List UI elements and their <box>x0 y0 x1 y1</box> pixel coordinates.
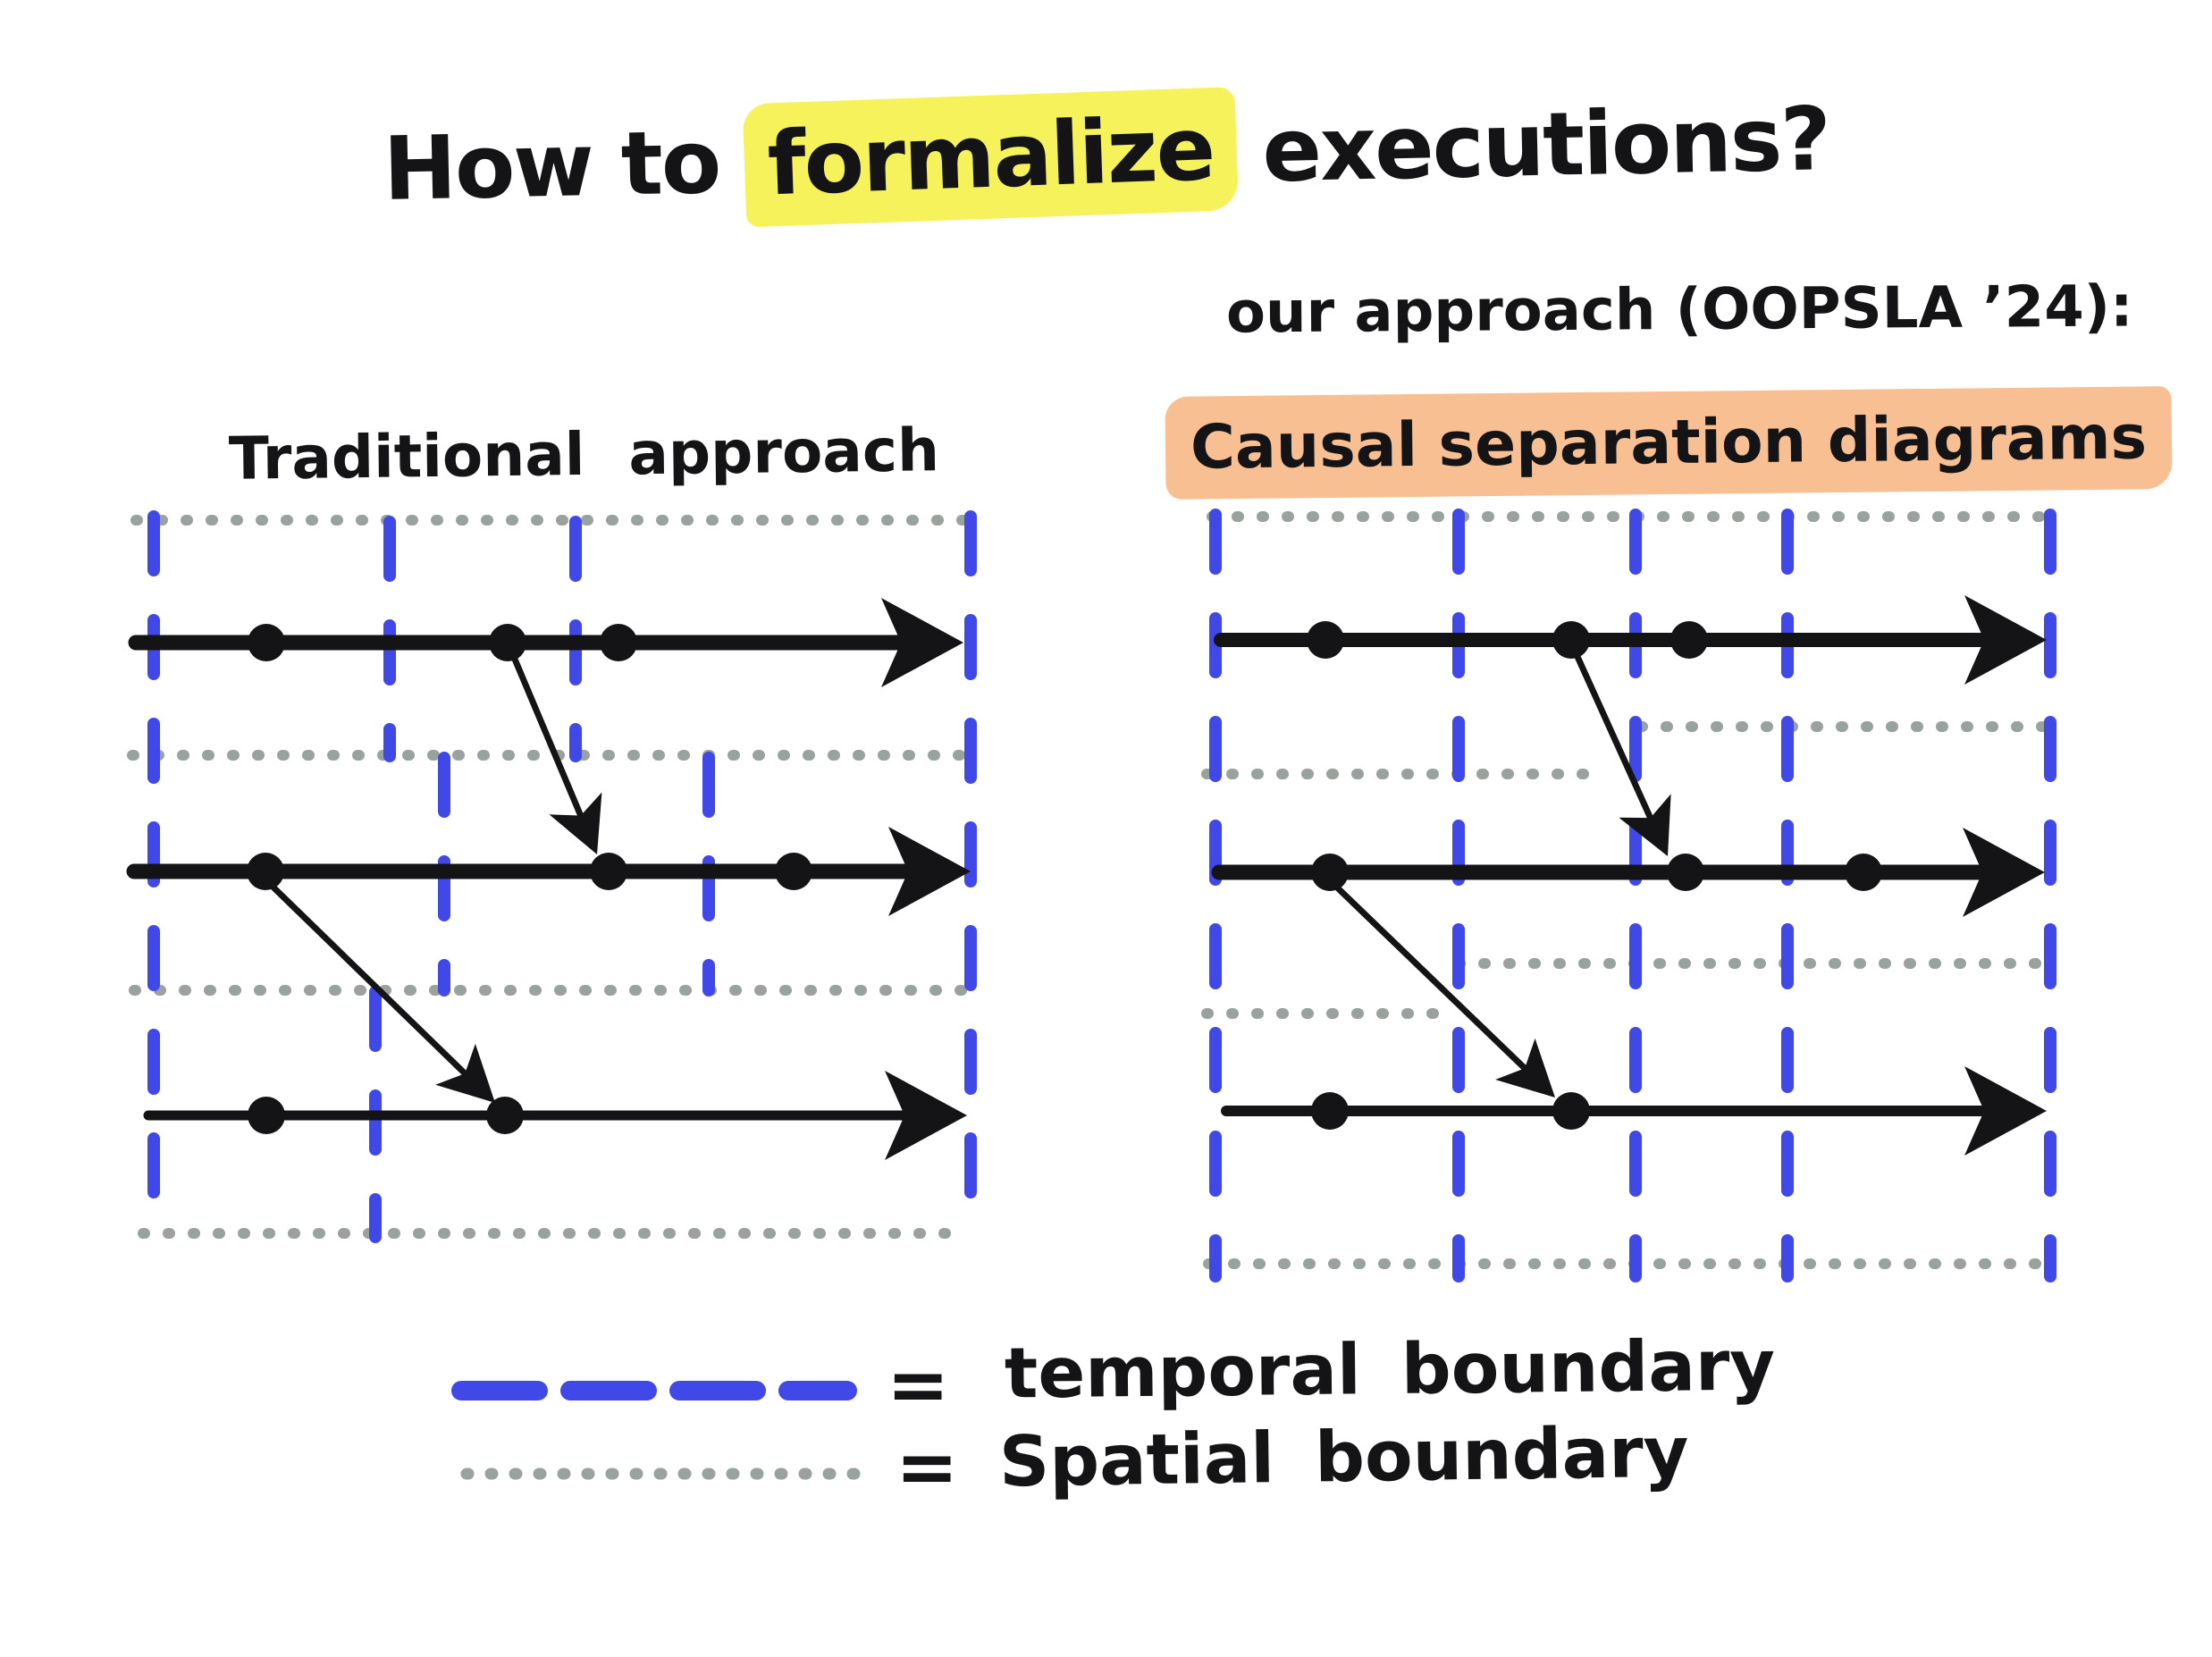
traditional-approach-diagram <box>126 510 980 1247</box>
message-arrowhead <box>1619 794 1671 856</box>
timeline-arrowhead <box>1964 595 2047 685</box>
message-arrow-line <box>1571 647 1661 836</box>
event-dot <box>486 1097 524 1134</box>
title-pre: How to <box>382 111 749 221</box>
timeline-arrowhead <box>881 598 963 687</box>
event-dot <box>248 1097 285 1134</box>
causal-separation-highlight: Causal separation diagrams <box>1165 386 2173 500</box>
event-dot <box>489 624 526 661</box>
message-arrow-line <box>508 647 590 833</box>
event-dot <box>590 853 627 890</box>
event-dot <box>1552 621 1590 659</box>
timeline-arrowhead <box>888 827 971 916</box>
spatial-boundary-sample-icon <box>460 1468 864 1480</box>
event-dot <box>600 624 637 661</box>
label-traditional-approach: Traditional approach <box>228 416 940 493</box>
causal-separation-diagram <box>1201 509 2063 1283</box>
event-dot <box>1670 621 1708 659</box>
event-dot <box>1667 854 1704 891</box>
event-dot <box>248 624 285 661</box>
event-dot <box>247 853 284 890</box>
legend-label-temporal-boundary: temporal boundary <box>1004 1325 1776 1415</box>
timeline-arrowhead <box>1964 1066 2047 1156</box>
equals-sign: = <box>887 1341 950 1428</box>
page-title: How to formalize executions? <box>382 78 1830 231</box>
event-dot <box>775 853 812 890</box>
title-post: executions? <box>1232 88 1830 204</box>
message-arrow-line <box>1331 881 1539 1082</box>
legend-label-spatial-boundary: Spatial boundary <box>998 1412 1690 1503</box>
label-our-approach-oopsla: our approach (OOPSLA ’24): <box>1225 273 2133 347</box>
equals-sign: = <box>896 1423 959 1510</box>
event-dot <box>1311 854 1349 891</box>
event-dot <box>1845 854 1882 891</box>
event-dot <box>1552 1092 1590 1130</box>
temporal-boundary-sample-icon <box>451 1381 857 1400</box>
timeline-arrowhead <box>885 1071 967 1160</box>
message-arrow-line <box>267 881 479 1088</box>
label-causal-separation-diagrams: Causal separation diagrams <box>1165 386 2173 500</box>
message-arrowhead <box>1495 1038 1555 1098</box>
message-arrowhead <box>549 792 602 854</box>
timeline-arrowhead <box>1963 828 2045 917</box>
event-dot <box>1307 621 1344 659</box>
event-dot <box>1311 1092 1349 1130</box>
message-arrowhead <box>435 1043 495 1103</box>
title-highlight-formalize: formalize <box>742 87 1240 228</box>
